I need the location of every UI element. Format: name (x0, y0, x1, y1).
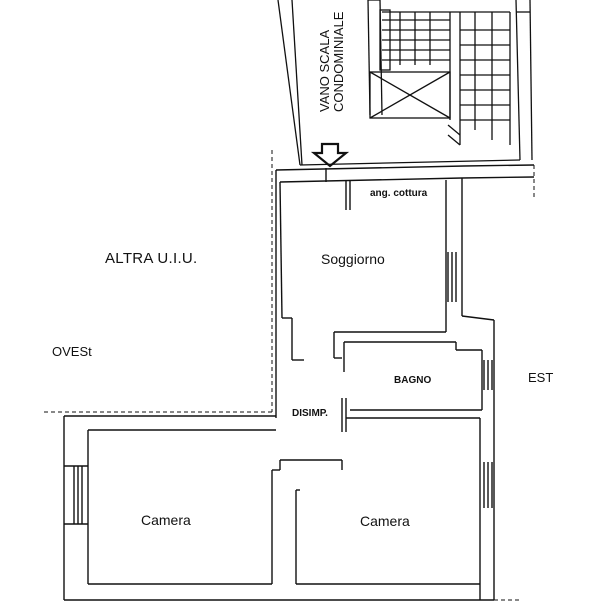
neighbor-unit-label: ALTRA U.I.U. (105, 250, 198, 267)
bedroom-right-label: Camera (360, 513, 410, 529)
stairwell-label-line2: CONDOMINIALE (331, 11, 346, 112)
apartment-walls (63, 164, 535, 601)
west-label: OVESt (52, 344, 92, 359)
entrance-arrow-icon (310, 142, 350, 168)
living-room-label: Soggiorno (321, 251, 385, 267)
stairwell (277, 0, 533, 166)
east-label: EST (528, 370, 554, 385)
stairwell-label-line1: VANO SCALA (317, 29, 332, 112)
stair-landing (369, 71, 451, 119)
bedroom-left-label: Camera (141, 512, 191, 528)
stairwell-label: VANO SCALA CONDOMINIALE (317, 2, 346, 112)
hallway-label: DISIMP. (292, 408, 328, 419)
bathroom-label: BAGNO (394, 375, 432, 386)
property-boundary (44, 150, 535, 601)
kitchen-label: ang. cottura (370, 188, 428, 199)
